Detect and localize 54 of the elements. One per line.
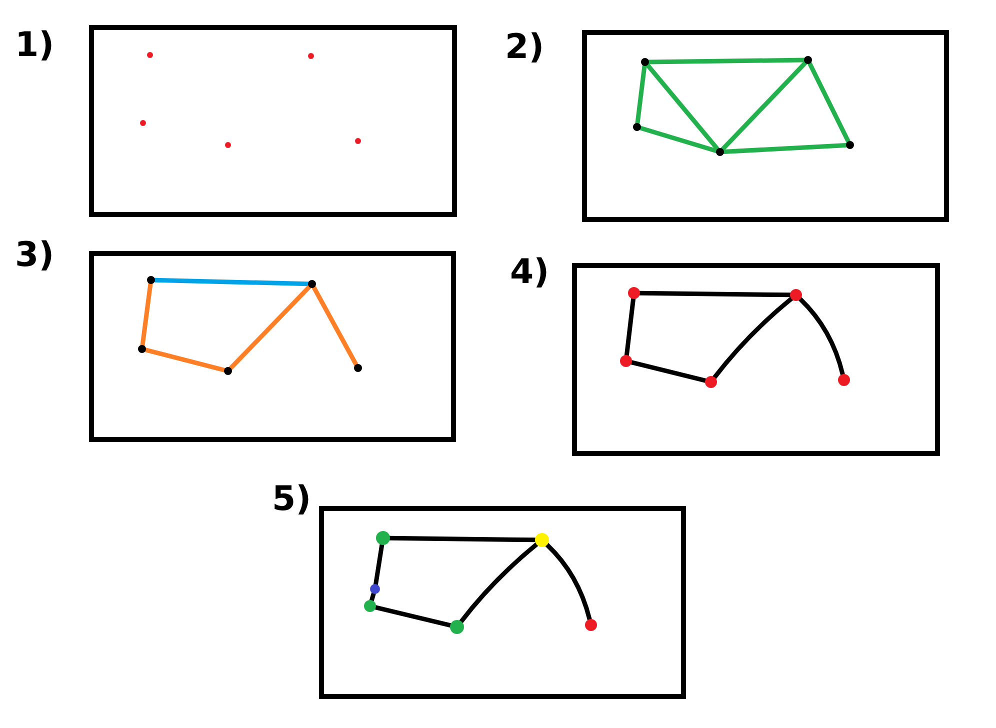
connecting-line (646, 58, 806, 64)
connecting-line (228, 284, 312, 370)
connecting-line (638, 126, 718, 154)
connecting-line (630, 360, 708, 383)
dot (838, 374, 850, 386)
connecting-line (638, 290, 792, 298)
dot (790, 289, 802, 301)
connecting-line (645, 62, 720, 152)
connecting-line (720, 60, 808, 152)
connecting-line (635, 64, 647, 126)
dot (225, 142, 231, 148)
connecting-line (624, 296, 636, 358)
connecting-line (144, 348, 226, 372)
connecting-line (712, 296, 794, 380)
connecting-line (312, 285, 358, 367)
connecting-line (374, 605, 452, 628)
dot (705, 376, 717, 388)
connecting-line (140, 282, 153, 348)
dot (585, 619, 597, 631)
dot (224, 367, 232, 375)
dot (376, 531, 390, 545)
connecting-line (722, 142, 848, 154)
dot (308, 53, 314, 59)
dot (138, 345, 146, 353)
dot (370, 584, 380, 594)
dot (308, 280, 316, 288)
panel-number: 3) (15, 238, 54, 272)
panel-number: 4) (510, 255, 550, 289)
dot (147, 52, 153, 58)
panel-number: 2) (505, 30, 544, 64)
dot (147, 276, 155, 284)
dot (450, 620, 464, 634)
dot (354, 364, 362, 372)
connecting-line (152, 278, 310, 286)
connecting-line (374, 542, 384, 586)
dot (364, 600, 376, 612)
connecting-line (369, 592, 376, 602)
dot (804, 56, 812, 64)
connecting-line (459, 542, 539, 624)
dot (355, 138, 361, 144)
connecting-line (544, 542, 592, 622)
dot (140, 120, 146, 126)
connecting-line (808, 61, 850, 144)
dot (535, 533, 549, 547)
dot (628, 287, 640, 299)
panel-number: 1) (15, 28, 54, 62)
dot (846, 141, 854, 149)
dot (620, 355, 632, 367)
dot (641, 58, 649, 66)
dot (633, 123, 641, 131)
connecting-line (798, 296, 845, 376)
connecting-line (388, 536, 538, 542)
panel-number: 5) (272, 482, 312, 516)
dot (716, 148, 724, 156)
